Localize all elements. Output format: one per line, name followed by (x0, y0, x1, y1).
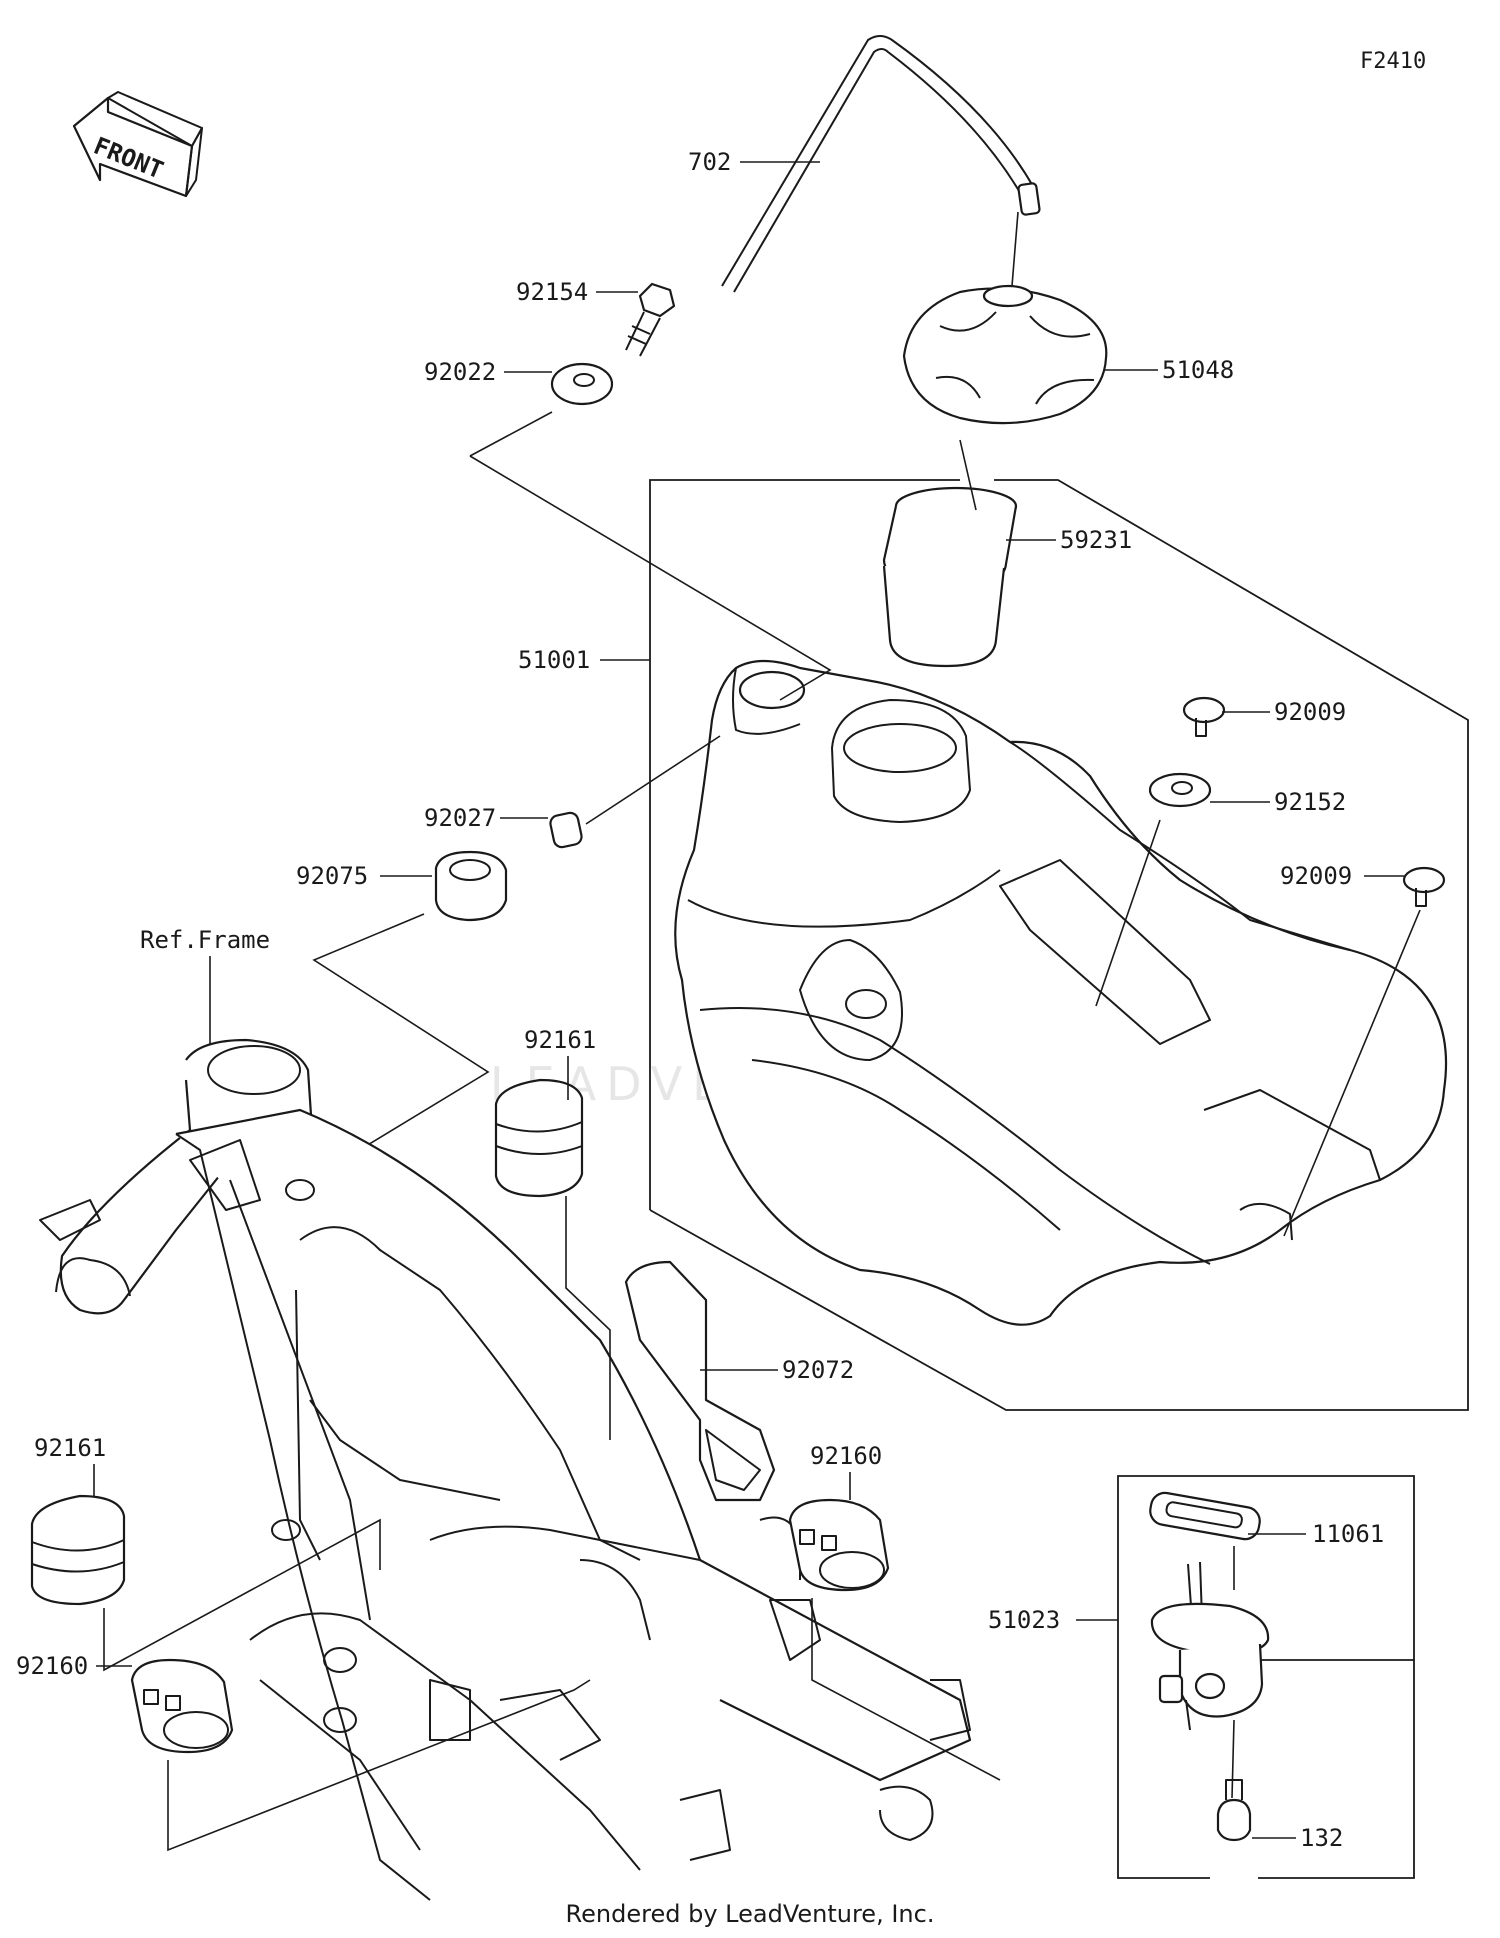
label-702: 702 (688, 148, 731, 176)
screw-92009-upper: 92009 (1182, 696, 1346, 737)
label-51023: 51023 (988, 1606, 1060, 1634)
petcock-kit-box-51023: 51023 (988, 1475, 1415, 1879)
washer-92022: 92022 (424, 358, 614, 406)
leader-washer-to-bracket (469, 411, 553, 457)
fuel-tank-body (674, 659, 1448, 1326)
label-11061: 11061 (1312, 1520, 1384, 1548)
cushion-92161-upper: 92161 (494, 1026, 611, 1440)
grommet-92152: 92152 (1095, 772, 1346, 1007)
footer-credit: Rendered by LeadVenture, Inc. (565, 1900, 935, 1928)
label-59231: 59231 (1060, 526, 1132, 554)
label-92075: 92075 (296, 862, 368, 890)
leader-bracket-to-tank (469, 455, 832, 701)
gasket-11061: 11061 (1149, 1491, 1384, 1590)
label-92161-upper: 92161 (524, 1026, 596, 1054)
cushion-92161-lower: 92161 (30, 1434, 381, 1672)
label-92027: 92027 (424, 804, 496, 832)
label-92009-lower: 92009 (1280, 862, 1352, 890)
collar-92027: 92027 (424, 735, 721, 849)
band-92072: 92072 (624, 1260, 854, 1502)
diagram-code: F2410 (1360, 49, 1426, 74)
fuel-cap-51048: 51048 (902, 211, 1234, 425)
label-51001: 51001 (518, 646, 590, 674)
rubber-92160-lower: 92160 (16, 1652, 591, 1852)
label-92009-upper: 92009 (1274, 698, 1346, 726)
rubber-92160-upper: 92160 (788, 1442, 1001, 1781)
label-92152: 92152 (1274, 788, 1346, 816)
motorcycle-frame (39, 1038, 972, 1901)
label-92022: 92022 (424, 358, 496, 386)
label-92161-lower: 92161 (34, 1434, 106, 1462)
bolt-92154: 92154 (516, 278, 676, 357)
label-92154: 92154 (516, 278, 588, 306)
screw-92009-lower: 92009 (1280, 862, 1446, 1237)
screw-132: 132 (1216, 1719, 1343, 1852)
damper-92075: 92075 (296, 850, 508, 1181)
front-arrow-icon: FRONT (72, 91, 203, 198)
ref-frame-label: Ref.Frame (140, 926, 270, 954)
tank-kit-box-51001: 51001 (518, 479, 1469, 1411)
label-51048: 51048 (1162, 356, 1234, 384)
label-92160-upper: 92160 (810, 1442, 882, 1470)
label-92160-lower: 92160 (16, 1652, 88, 1680)
filter-59231: 59231 (882, 439, 1132, 668)
label-132: 132 (1300, 1824, 1343, 1852)
label-92072: 92072 (782, 1356, 854, 1384)
fuel-petcock (1150, 1561, 1270, 1731)
breather-hose-702: 702 (688, 35, 1041, 293)
